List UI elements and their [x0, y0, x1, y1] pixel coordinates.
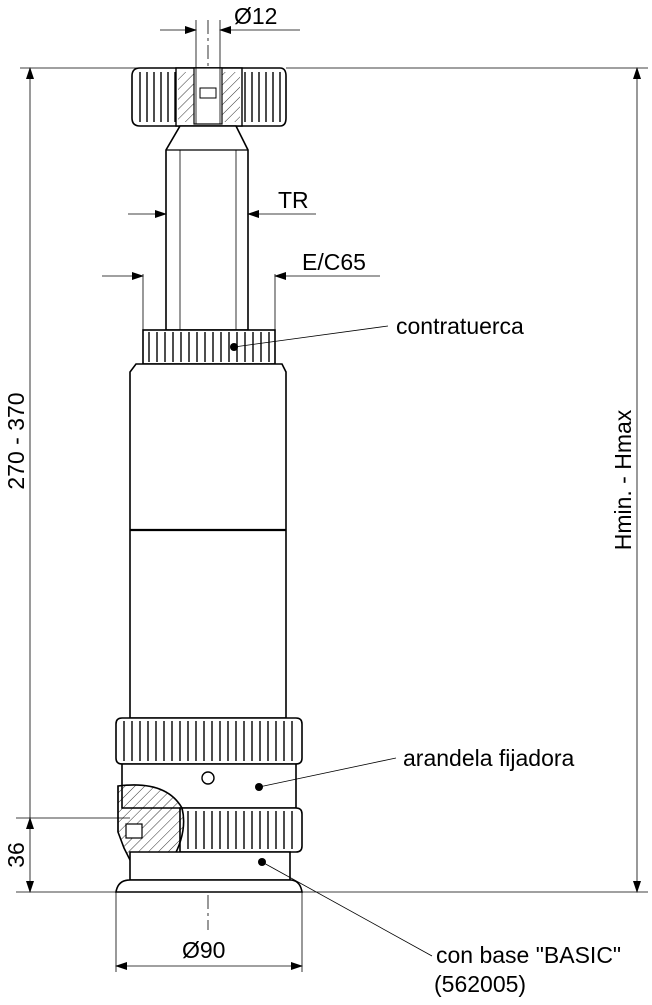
dim-height-range-label: Hmin. - Hmax: [610, 409, 636, 550]
callout-washer: arandela fijadora: [258, 745, 575, 788]
callout-washer-label: arandela fijadora: [403, 745, 575, 771]
body-tube: [129, 363, 287, 719]
dim-base-height-label: 36: [3, 842, 29, 868]
callout-locknut-label: contratuerca: [396, 313, 524, 339]
dim-height-range: Hmin. - Hmax: [286, 67, 648, 893]
dim-total-height: 270 - 370: [3, 67, 140, 893]
dim-wrench: E/C65: [102, 249, 380, 330]
callout-locknut: contratuerca: [233, 313, 524, 348]
callout-base-label: con base "BASIC": [436, 942, 621, 968]
dim-top-diameter-label: Ø12: [234, 3, 277, 29]
lower-knurled-ring: [179, 807, 303, 853]
dim-wrench-label: E/C65: [302, 249, 366, 275]
locknut: [142, 329, 276, 365]
dim-base-diameter: Ø90: [115, 892, 303, 972]
section-cutaway: [117, 784, 185, 861]
spindle: [165, 125, 249, 331]
callout-base-code: (562005): [434, 971, 526, 997]
dim-base-diameter-label: Ø90: [182, 937, 225, 963]
callout-base: con base "BASIC" (562005): [261, 861, 621, 997]
upper-knurled-ring: [115, 717, 303, 765]
base-basic: [115, 851, 303, 893]
dim-base-height: 36: [3, 817, 130, 893]
dim-thread-label: TR: [278, 187, 309, 213]
dim-total-height-label: 270 - 370: [3, 392, 29, 489]
dim-thread: TR: [128, 187, 316, 218]
top-knurled-head: [131, 20, 287, 127]
dim-top-diameter: Ø12: [160, 3, 300, 34]
